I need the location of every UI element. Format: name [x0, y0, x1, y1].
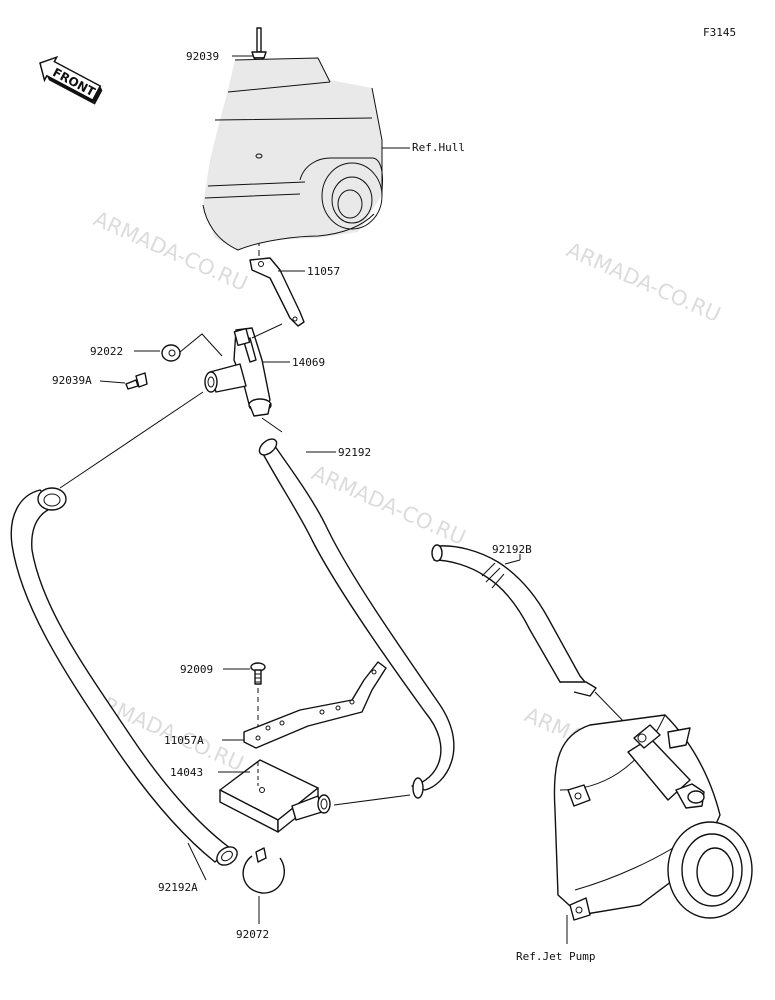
- callout-92009: 92009: [180, 663, 213, 676]
- figure-code: F3145: [703, 26, 736, 39]
- clamp-92072-icon: [242, 847, 285, 894]
- callout-92192b: 92192B: [492, 543, 532, 556]
- front-arrow-icon: FRONT: [39, 55, 103, 105]
- bolt-92009-icon: [250, 662, 266, 685]
- jet-pump-reference: [553, 714, 753, 921]
- hose-92192a-icon: [10, 487, 238, 866]
- bracket-11057-icon: [249, 257, 305, 327]
- fitting-14069-icon: [204, 327, 272, 417]
- callout-ref-jet-pump: Ref.Jet Pump: [516, 950, 595, 963]
- watermarks: ARMADA-CO.RU ARMADA-CO.RU ARMADA-CO.RU A…: [86, 207, 724, 792]
- hose-92192-icon: [258, 438, 455, 799]
- callout-14043: 14043: [170, 766, 203, 779]
- callout-92192a: 92192A: [158, 881, 198, 894]
- callout-92072: 92072: [236, 928, 269, 941]
- callout-92039: 92039: [186, 50, 219, 63]
- callout-11057a: 11057A: [164, 734, 204, 747]
- callout-14069: 14069: [292, 356, 325, 369]
- callout-92192: 92192: [338, 446, 371, 459]
- callout-92039a: 92039A: [52, 374, 92, 387]
- callout-11057: 11057: [307, 265, 340, 278]
- callout-ref-hull: Ref.Hull: [412, 141, 465, 154]
- watermark-3: ARMADA-CO.RU: [308, 461, 469, 550]
- filter-14043-icon: [219, 759, 331, 833]
- callout-92022: 92022: [90, 345, 123, 358]
- washer-92022-icon: [161, 344, 181, 362]
- bracket-11057a-icon: [243, 661, 387, 749]
- watermark-2: ARMADA-CO.RU: [563, 238, 724, 327]
- hose-92192b-icon: [431, 544, 597, 697]
- hull-reference: [202, 57, 383, 251]
- rivet-92039a-icon: [125, 372, 148, 390]
